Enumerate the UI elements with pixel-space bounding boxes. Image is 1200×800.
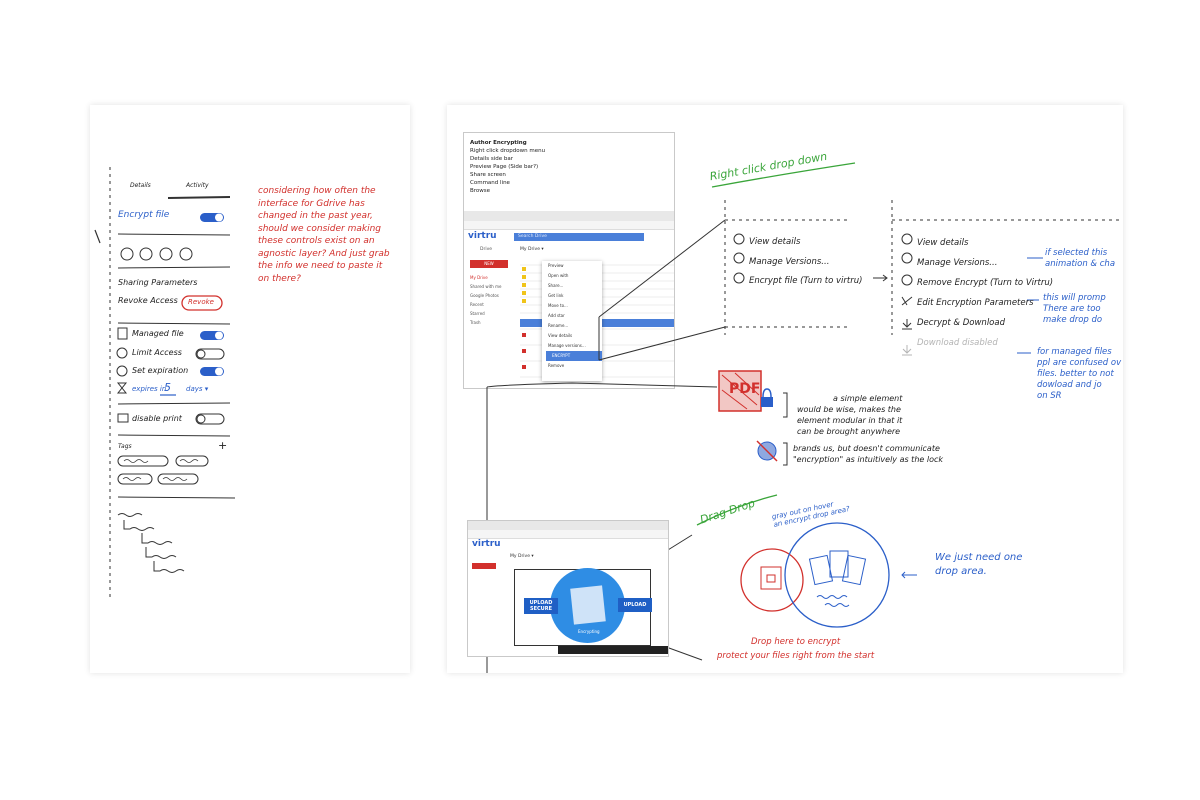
upload-button: UPLOAD <box>618 598 652 612</box>
my-drive-label-2: My Drive ▾ <box>510 554 534 559</box>
drive-sidebar: My Drive Shared with me Google Photos Re… <box>470 275 502 325</box>
note-animation: if selected this animation & cha <box>1045 248 1116 269</box>
tags-label: Tags <box>118 443 132 450</box>
disable-print-label: disable print <box>132 414 182 423</box>
right-sketch-sheet: Author Encrypting Right click dropdown m… <box>447 105 1123 673</box>
context-menu: Preview Open with Share... Get link Move… <box>542 261 602 381</box>
feature-list: Author Encrypting Right click dropdown m… <box>470 140 546 194</box>
browser-address-bar <box>464 221 674 230</box>
drop-caption: Encrypting <box>578 629 600 634</box>
screenshot-right-click-menu: Author Encrypting Right click dropdown m… <box>463 132 675 389</box>
virtru-logo: virtru <box>468 231 497 241</box>
tab-activity: Activity <box>186 182 209 189</box>
pdf-icon: PDF <box>729 381 761 397</box>
revoke-access-label: Revoke Access <box>118 296 178 305</box>
left-sketch-sheet: Details Activity Encrypt file Sharing Pa… <box>90 105 410 673</box>
upload-status-bar <box>558 646 668 654</box>
my-drive-label: My Drive ▾ <box>520 247 544 252</box>
drive-label: Drive <box>480 247 492 252</box>
new-button-2 <box>472 563 496 569</box>
tab-details: Details <box>130 182 151 189</box>
set-expiration-label: Set expiration <box>132 366 189 375</box>
virtru-logo-2: virtru <box>472 539 501 549</box>
left-sketch-strokes <box>94 167 236 600</box>
menu-a: View details Manage Versions... Encrypt … <box>749 237 863 286</box>
expires-in-label: expires in <box>132 385 167 393</box>
managed-file-label: Managed file <box>132 329 184 338</box>
menu-b: View details Manage Versions... Remove E… <box>917 238 1054 348</box>
browser-tabs-2 <box>468 521 668 530</box>
search-bar: Search Drive <box>514 233 644 241</box>
sharing-parameters-label: Sharing Parameters <box>118 278 198 287</box>
note-managed-files: for managed files ppl are confused ov fi… <box>1037 347 1122 401</box>
tags-add: + <box>218 439 228 452</box>
drop-files-icon <box>570 585 606 625</box>
note-simple-element: a simple element would be wise, makes th… <box>797 394 903 436</box>
expires-unit: days ▾ <box>186 385 209 393</box>
screenshot-drag-drop: virtru My Drive ▾ UPLOAD SECURE UPLOAD E… <box>467 520 669 657</box>
note-prompt: this will promp There are too make drop … <box>1043 293 1106 325</box>
encrypt-file-label: Encrypt file <box>118 210 170 220</box>
encrypt-menu-item: ENCRYPT <box>546 351 602 361</box>
note-drop-here: Drop here to encrypt protect your files … <box>717 637 875 661</box>
upload-secure-button: UPLOAD SECURE <box>524 598 558 614</box>
limit-access-label: Limit Access <box>132 348 182 357</box>
note-one-drop-area: We just need one drop area. <box>935 552 1023 577</box>
revoke-button: Revoke <box>188 298 214 306</box>
expires-value: 5 <box>164 381 171 394</box>
new-button: NEW <box>470 260 508 268</box>
browser-address-bar-2 <box>468 530 668 539</box>
browser-tabs <box>464 211 674 221</box>
red-note-agnostic-layer: considering how often the interface for … <box>258 186 390 284</box>
note-brand: brands us, but doesn't communicate "encr… <box>793 444 944 464</box>
